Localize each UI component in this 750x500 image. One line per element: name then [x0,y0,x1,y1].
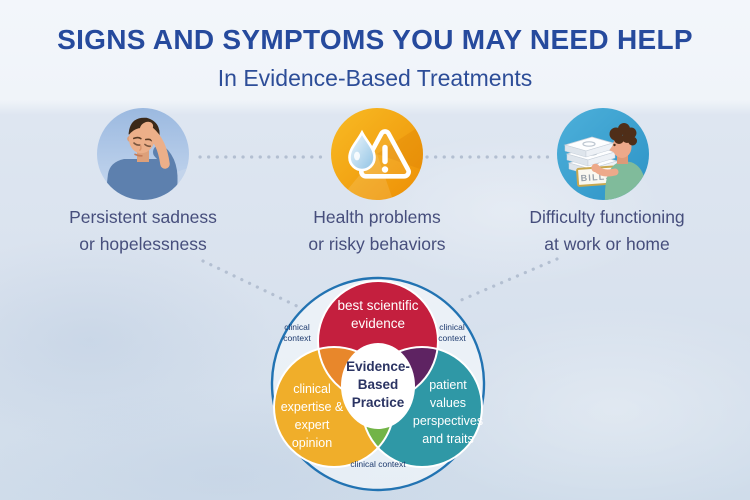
venn-center-area [341,343,415,429]
venn-left-label-line1: clinical [293,382,331,396]
exclamation-dot [381,166,389,173]
venn-right-label-line1: patient [429,378,467,392]
sad-mouth [134,153,143,157]
venn-right-label-line2: values [430,396,466,410]
nose [609,145,614,153]
venn-left-label-line3: expert [295,418,330,432]
context-right-line2: context [438,333,466,343]
venn-right-label-line3: perspectives [413,414,483,428]
evidence-based-practice-venn: best scientific evidence clinical expert… [270,276,486,492]
symptom-3-line2: at work or home [544,234,670,254]
context-right-line1: clinical [439,322,465,332]
sad-person-icon [97,108,189,200]
symptom-label-3: Difficulty functioning at work or home [491,204,723,258]
closed-eye [144,143,151,148]
context-bottom: clinical context [350,459,406,469]
venn-left-label-line2: expertise & [281,400,344,414]
context-left-line2: context [283,333,311,343]
closed-eye [133,142,141,146]
venn-center-line2: Based [358,377,399,392]
symptom-2-line1: Health problems [313,207,441,227]
venn-center-line3: Practice [352,395,405,410]
facet [377,124,423,170]
water-droplet-icon [348,129,376,172]
venn-left-label-line4: opinion [292,436,332,450]
neck [617,154,628,164]
droplet-warning-icon [331,108,423,200]
context-left-line1: clinical [284,322,310,332]
arm-on-forehead [139,121,178,195]
arm [593,165,619,177]
symptom-3-line1: Difficulty functioning [529,207,685,227]
venn-top-label-line2: evidence [351,316,405,331]
shirt [105,159,174,200]
droplet-highlight [354,151,360,161]
header: SIGNS AND SYMPTOMS YOU MAY NEED HELP In … [0,24,750,92]
venn-right-label-line4: and traits [422,432,473,446]
venn-center-line1: Evidence- [346,359,410,374]
symptom-1-line1: Persistent sadness [69,207,217,227]
symptom-1-line2: or hopelessness [79,234,207,254]
symptom-label-2: Health problems or risky behaviors [261,204,493,258]
page-subtitle: In Evidence-Based Treatments [217,65,533,91]
eye [613,143,616,147]
page-title: SIGNS AND SYMPTOMS YOU MAY NEED HELP [57,24,693,55]
curly-hair [609,123,637,146]
symptom-2-line2: or risky behaviors [308,234,446,254]
hand [591,163,600,173]
symptom-label-1: Persistent sadness or hopelessness [27,204,259,258]
hand [139,121,154,134]
icon-background [331,108,423,200]
unpaid-bills-icon: BILLS [557,108,649,200]
venn-top-label-line1: best scientific [337,298,418,313]
